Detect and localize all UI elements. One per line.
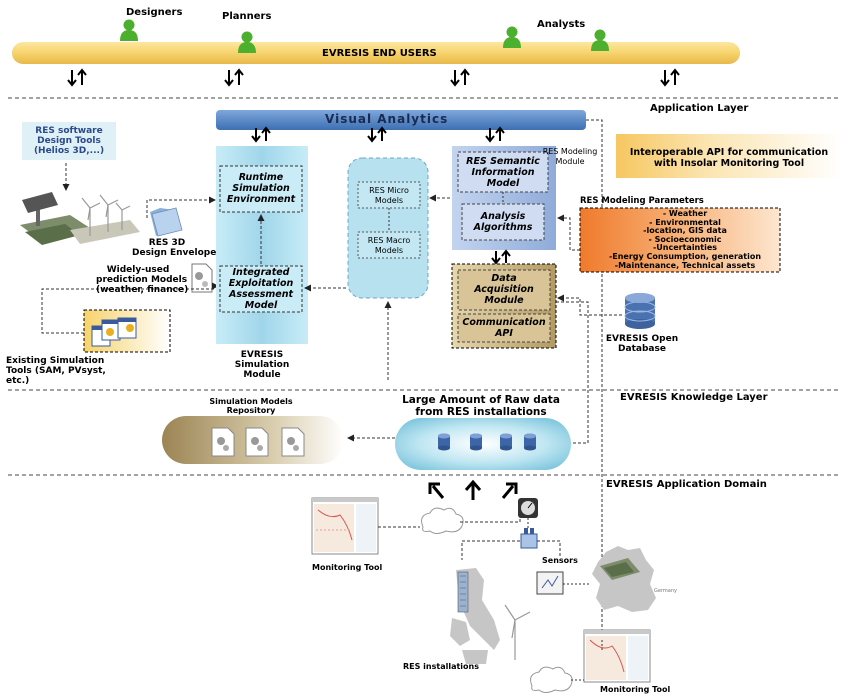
- modeling-acquisition-arrows: [491, 249, 511, 265]
- parameter-item: - Weather: [662, 209, 708, 218]
- interoperable-api-box: [616, 134, 842, 178]
- parameter-item: - Environmental: [649, 217, 721, 227]
- application-layer-label: Application Layer: [650, 103, 749, 114]
- res-installations-map: [450, 568, 500, 664]
- open-database-icon: [624, 293, 656, 329]
- cloud-icon-top: [421, 507, 464, 534]
- analyst-person-icon: [503, 26, 521, 48]
- planner-person-icon: [238, 31, 256, 53]
- analysis-algorithms-box: [461, 203, 545, 241]
- visual-analytics-label: Visual Analytics: [325, 112, 449, 126]
- parameters-title: RES Modeling Parameters: [580, 196, 704, 206]
- user-arrows: [67, 68, 680, 87]
- res-installations-label: RES installations: [403, 662, 479, 671]
- parameters-list: - Weather - Environmental -location, GIS…: [592, 209, 778, 270]
- parameters-box: [579, 207, 781, 273]
- sensor-icon: [520, 528, 538, 549]
- upward-arrows: [428, 479, 518, 500]
- germany-label: Germany: [654, 588, 677, 594]
- end-users-bar: [12, 42, 740, 64]
- visual-analytics-arrows: [251, 126, 505, 143]
- knowledge-layer-label: EVRESIS Knowledge Layer: [620, 392, 768, 403]
- wind-turbine-icon: [504, 604, 531, 660]
- existing-tools-icon: [91, 317, 137, 347]
- parameter-item: -Maintenance, Technical assets: [614, 260, 756, 270]
- parameter-item: - Socioeconomic: [648, 234, 722, 244]
- cloud-icon-bottom: [530, 666, 573, 693]
- parameter-item: -Uncertainties: [652, 243, 718, 253]
- design-envelope-folder-icon: [150, 207, 183, 237]
- raw-data-databases: [438, 433, 536, 451]
- monitoring-tool-right-label: Monitoring Tool: [600, 685, 671, 694]
- raw-data-box: [395, 418, 571, 470]
- repository-documents: [211, 427, 305, 457]
- monitoring-tool-left-screenshot: [311, 497, 379, 555]
- res-installation-illustration: [20, 192, 140, 245]
- runtime-simulation-box: [219, 165, 303, 213]
- germany-map: [592, 546, 656, 612]
- monitoring-tool-right-screenshot: [583, 629, 651, 683]
- analysts-label: Analysts: [537, 19, 586, 30]
- designer-person-icon: [120, 19, 138, 41]
- end-users-bar-label: EVRESIS END USERS: [322, 48, 437, 59]
- res-models-box: [347, 157, 429, 299]
- micro-models-box: [357, 181, 421, 209]
- semantic-model-box: [457, 151, 549, 193]
- sensors-label: Sensors: [542, 556, 578, 565]
- parameter-item: -location, GIS data: [643, 226, 727, 236]
- communication-api-box: [457, 313, 551, 343]
- visual-analytics-bar: [216, 110, 586, 130]
- analyst-person-icon-2: [591, 29, 609, 51]
- planners-label: Planners: [222, 11, 272, 22]
- designers-label: Designers: [126, 7, 183, 18]
- domain-layer-label: EVRESIS Application Domain: [606, 479, 767, 490]
- data-acquisition-box: [457, 269, 551, 311]
- design-tools-box: [22, 122, 116, 160]
- parameter-item: -Energy Consumption, generation: [608, 251, 762, 261]
- prediction-model-icon: [191, 263, 213, 293]
- macro-models-box: [357, 231, 421, 259]
- meter-dial-icon: [518, 498, 538, 518]
- monitoring-tool-left-label: Monitoring Tool: [312, 563, 383, 572]
- data-logger-icon: [536, 571, 564, 595]
- integrated-assessment-box: [219, 265, 303, 313]
